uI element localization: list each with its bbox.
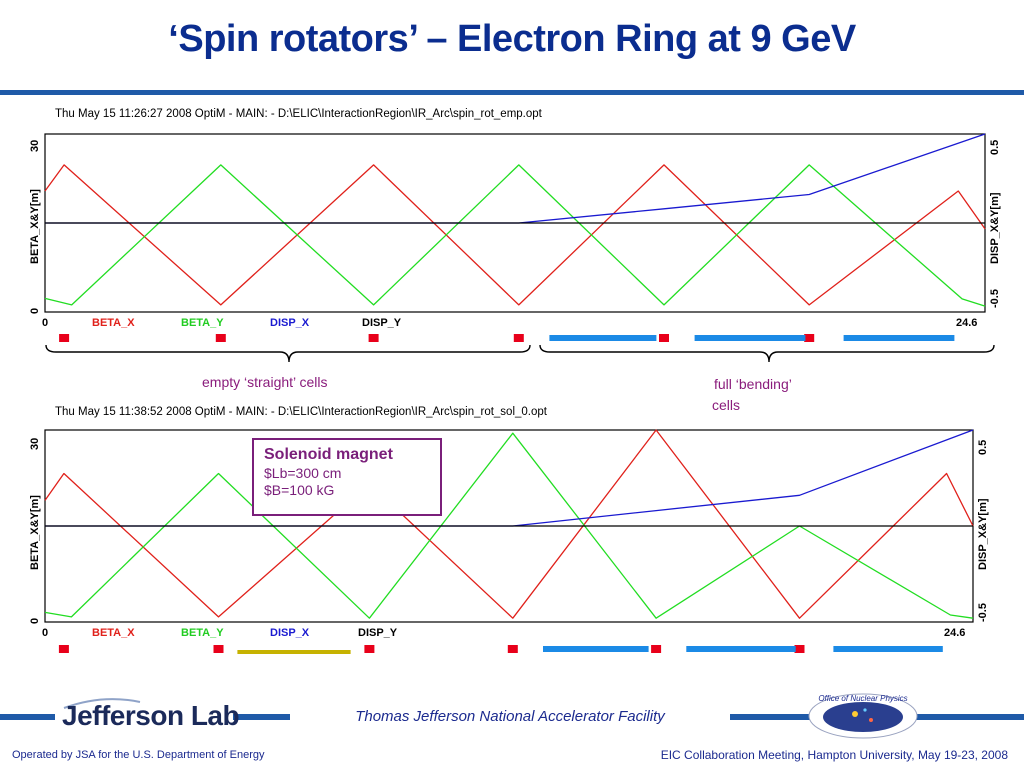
- swoosh-icon: [63, 698, 141, 709]
- plot1-dipole-marker: [215, 334, 226, 342]
- plot1-bending-block: [694, 335, 806, 341]
- plot1-bending-block: [549, 335, 657, 341]
- plot2-xtick-start: 0: [42, 627, 48, 639]
- plot2-series-beta-x: [44, 429, 974, 619]
- brace-bending: [539, 344, 995, 363]
- plot1-dipole-marker: [513, 334, 524, 342]
- plot2-ytick-bottom-left: 0: [29, 618, 41, 624]
- plot1-dipole-marker: [368, 334, 379, 342]
- plot2-dipole-marker: [213, 645, 224, 653]
- plot2-bending-block: [833, 646, 943, 652]
- facility-text: Thomas Jefferson National Accelerator Fa…: [355, 708, 665, 725]
- plot2-ylabel-right: DISP_X&Y[m]: [977, 498, 989, 570]
- plot1-dipole-marker: [659, 334, 669, 342]
- logo-background: [55, 698, 233, 740]
- jefferson-lab-logo: Jefferson Lab: [62, 700, 240, 731]
- plot2-header: Thu May 15 11:38:52 2008 OptiM - MAIN: -…: [55, 406, 548, 418]
- plot1-ylabel-right: DISP_X&Y[m]: [989, 192, 1001, 264]
- footer-operator: Operated by JSA for the U.S. Department …: [12, 749, 265, 761]
- plot2-series-disp-x: [45, 429, 974, 527]
- plot1-xtick-start: 0: [42, 317, 48, 329]
- plot1-series-beta-y: [44, 164, 986, 307]
- plot1-series-beta-x: [44, 164, 986, 306]
- brace-straight: [45, 344, 531, 363]
- plot2-legend-disp-x: DISP_X: [270, 627, 310, 639]
- plot2-solenoid-block: [237, 650, 351, 654]
- plot1-header: Thu May 15 11:26:27 2008 OptiM - MAIN: -…: [55, 108, 543, 120]
- nuclear-physics-logo-text: Office of Nuclear Physics: [818, 694, 907, 703]
- plot2-legend-beta-x: BETA_X: [92, 627, 135, 639]
- plot2-dipole-marker: [364, 645, 375, 653]
- plot2-dipole-marker: [794, 645, 805, 653]
- title-divider: [0, 90, 1024, 95]
- annotation-bending-2: cells: [712, 397, 740, 413]
- plot-solenoid: Thu May 15 11:38:52 2008 OptiM - MAIN: -…: [29, 406, 989, 654]
- plot1-bending-block: [843, 335, 955, 341]
- plot2-lattice: [58, 645, 943, 654]
- footer-meeting: EIC Collaboration Meeting, Hampton Unive…: [660, 748, 1008, 762]
- plot1-legend-disp-y: DISP_Y: [362, 317, 402, 329]
- solenoid-callout: Solenoid magnet $Lb=300 cm $B=100 kG: [252, 438, 442, 516]
- plot2-dipole-marker: [651, 645, 662, 653]
- plot1-lattice: [59, 334, 955, 342]
- plot1-ytick-top-left: 30: [29, 140, 41, 152]
- plot2-ytick-top-right: 0.5: [977, 440, 989, 455]
- plot2-ylabel-left: BETA_X&Y[m]: [29, 495, 41, 570]
- plot2-ytick-top-left: 30: [29, 438, 41, 450]
- plot1-curves: [44, 133, 986, 307]
- plot1-ytick-bottom-left: 0: [29, 308, 41, 314]
- facility-name: Thomas Jefferson National Accelerator Fa…: [290, 708, 730, 725]
- plot2-dipole-marker: [507, 645, 518, 653]
- plot-empty-straight: Thu May 15 11:26:27 2008 OptiM - MAIN: -…: [29, 108, 1001, 342]
- plot1-series-disp-x: [45, 133, 986, 224]
- plot1-ytick-top-right: 0.5: [989, 140, 1001, 155]
- annotation-bending: full ‘bending’: [714, 376, 792, 392]
- solenoid-title: Solenoid magnet: [264, 446, 393, 463]
- plot2-ytick-bottom-right: -0.5: [977, 603, 989, 622]
- plot1-ylabel-left: BETA_X&Y[m]: [29, 189, 41, 264]
- plot1-legend-disp-x: DISP_X: [270, 317, 310, 329]
- nuclear-physics-logo-icon: Office of Nuclear Physics: [808, 693, 918, 739]
- plot2-bending-block: [543, 646, 649, 652]
- plot2-bending-block: [686, 646, 796, 652]
- plot1-legend-beta-x: BETA_X: [92, 317, 135, 329]
- plot2-legend-disp-y: DISP_Y: [358, 627, 398, 639]
- plot1-legend-beta-y: BETA_Y: [181, 317, 224, 329]
- plot2-dipole-marker: [58, 645, 69, 653]
- plot2-xtick-end: 24.6: [944, 627, 965, 639]
- plot2-legend-beta-y: BETA_Y: [181, 627, 224, 639]
- plot2-curves: [44, 429, 974, 619]
- annotation-straight: empty ‘straight’ cells: [202, 374, 328, 390]
- plot1-dipole-marker: [59, 334, 70, 342]
- plot1-dipole-marker: [804, 334, 815, 342]
- plot2-series-beta-y: [44, 432, 974, 619]
- plot1-xtick-end: 24.6: [956, 317, 977, 329]
- slide-title: ‘Spin rotators’ – Electron Ring at 9 GeV: [168, 18, 856, 60]
- plot1-ytick-bottom-right: -0.5: [989, 289, 1001, 308]
- solenoid-length: $Lb=300 cm: [264, 465, 342, 481]
- solenoid-field: $B=100 kG: [264, 482, 335, 498]
